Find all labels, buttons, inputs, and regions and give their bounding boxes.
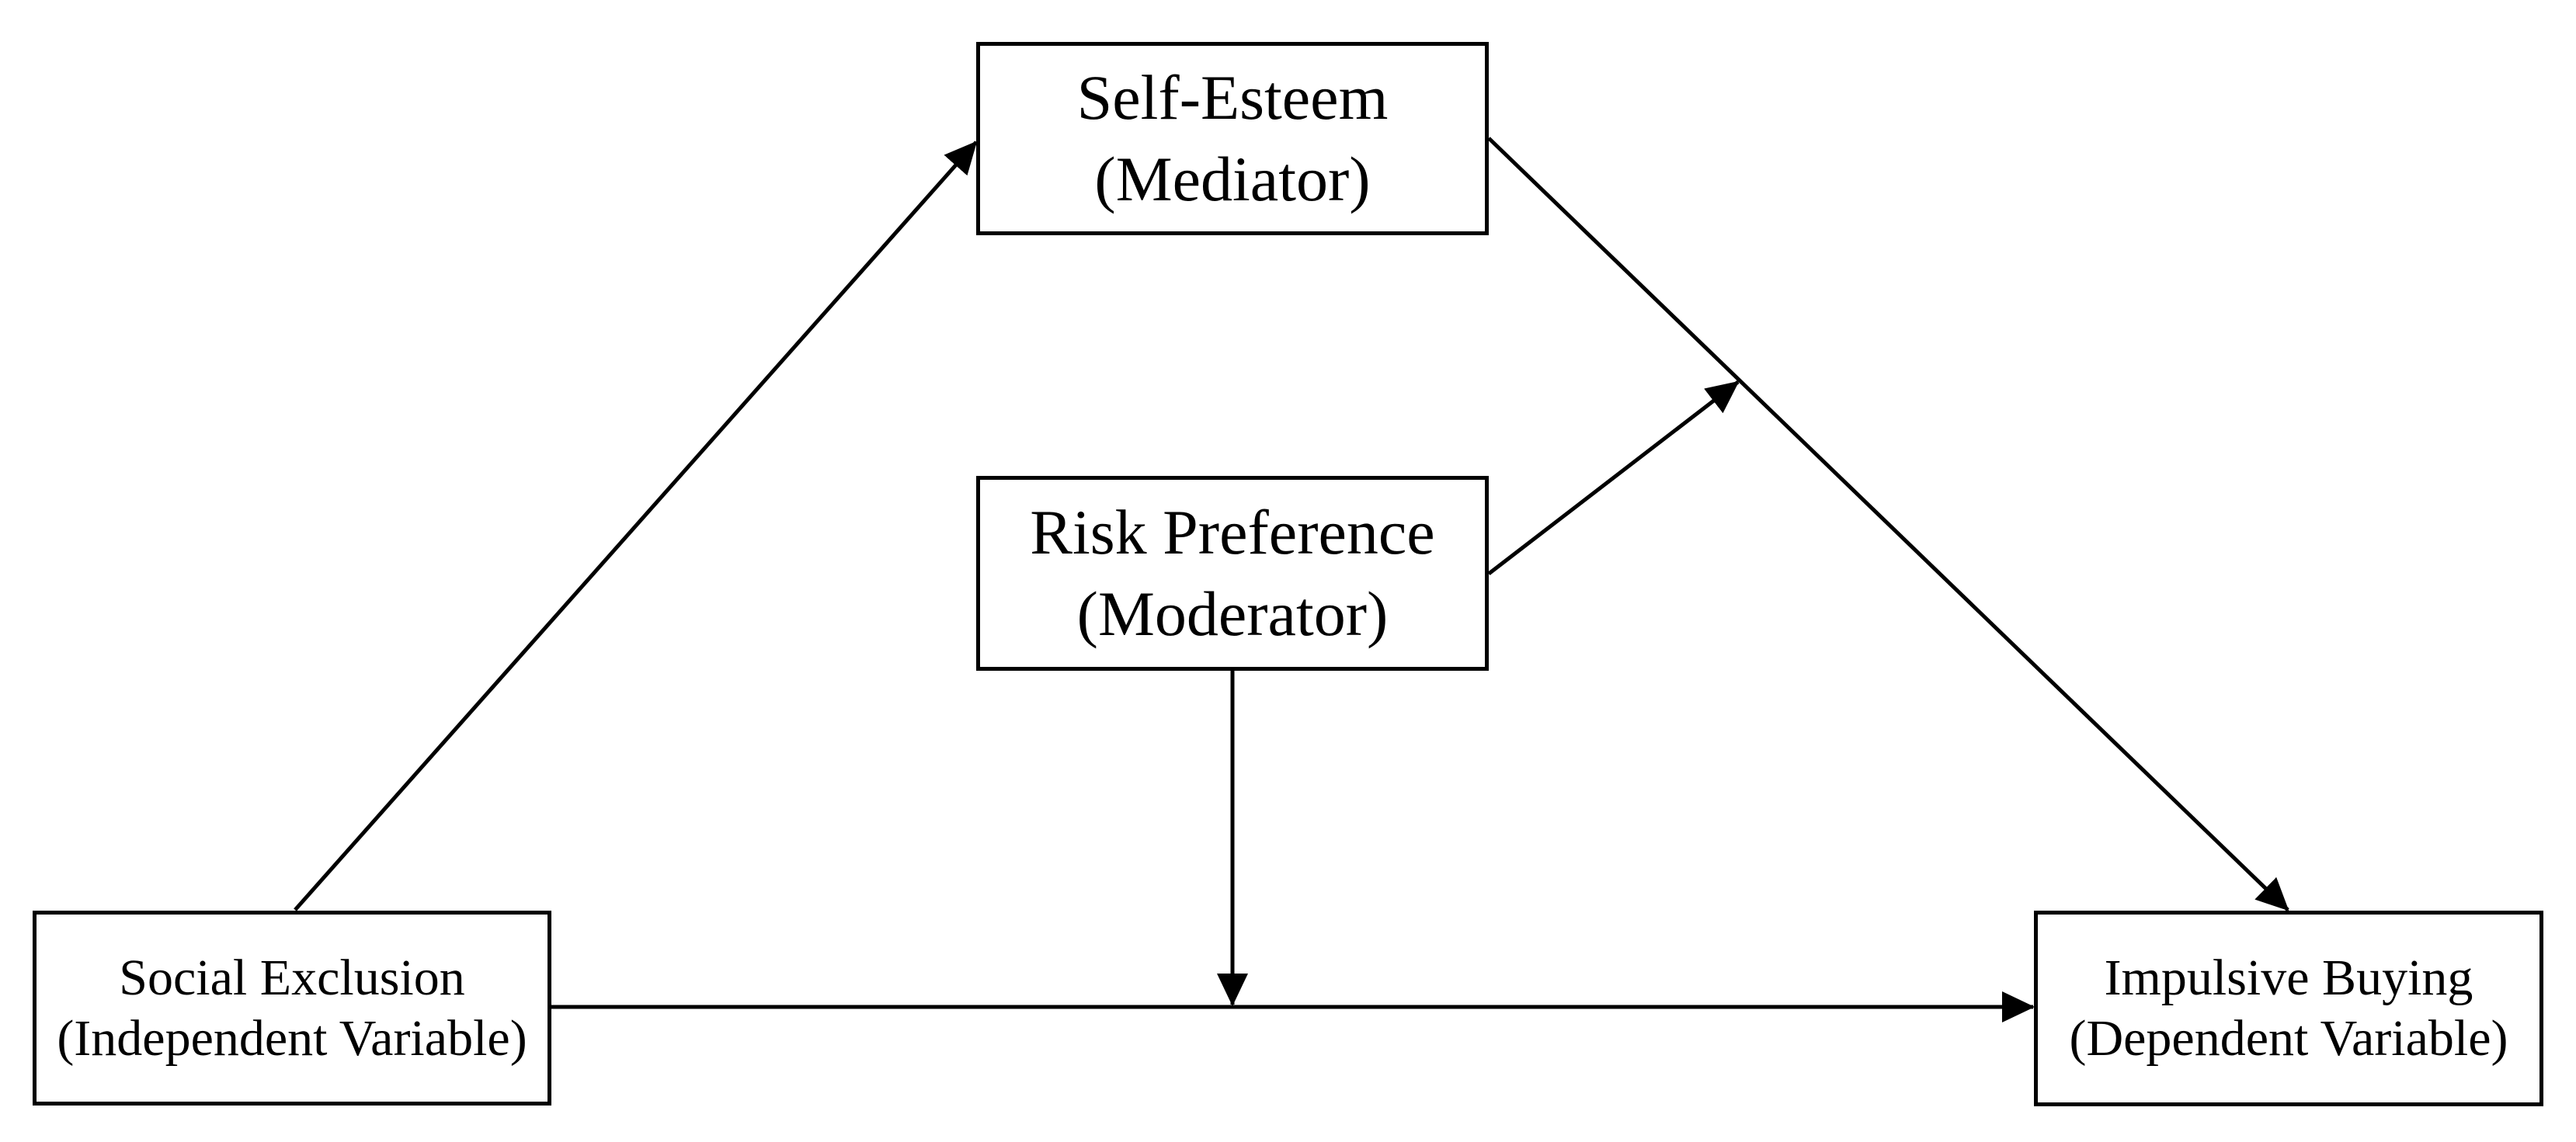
dependent-variable-node: Impulsive Buying (Dependent Variable) xyxy=(2034,911,2543,1106)
moderator-node-role: (Moderator) xyxy=(1076,578,1389,649)
mediator-node: Self-Esteem (Mediator) xyxy=(976,42,1489,235)
dependent-node-role: (Dependent Variable) xyxy=(2069,1010,2508,1067)
dependent-node-title: Impulsive Buying xyxy=(2104,949,2473,1007)
mediator-node-title: Self-Esteem xyxy=(1076,62,1389,134)
moderator-node-title: Risk Preference xyxy=(1030,497,1435,568)
mediator-node-role: (Mediator) xyxy=(1094,143,1371,214)
independent-variable-node: Social Exclusion (Independent Variable) xyxy=(33,911,551,1106)
independent-node-title: Social Exclusion xyxy=(119,949,465,1006)
moderator-node: Risk Preference (Moderator) xyxy=(976,476,1489,671)
arrow-mediator-to-dependent xyxy=(1487,137,2289,911)
independent-node-role: (Independent Variable) xyxy=(57,1009,527,1067)
arrow-independent-to-mediator xyxy=(294,141,978,911)
arrow-moderator-to-mediation-path xyxy=(1487,380,1740,575)
